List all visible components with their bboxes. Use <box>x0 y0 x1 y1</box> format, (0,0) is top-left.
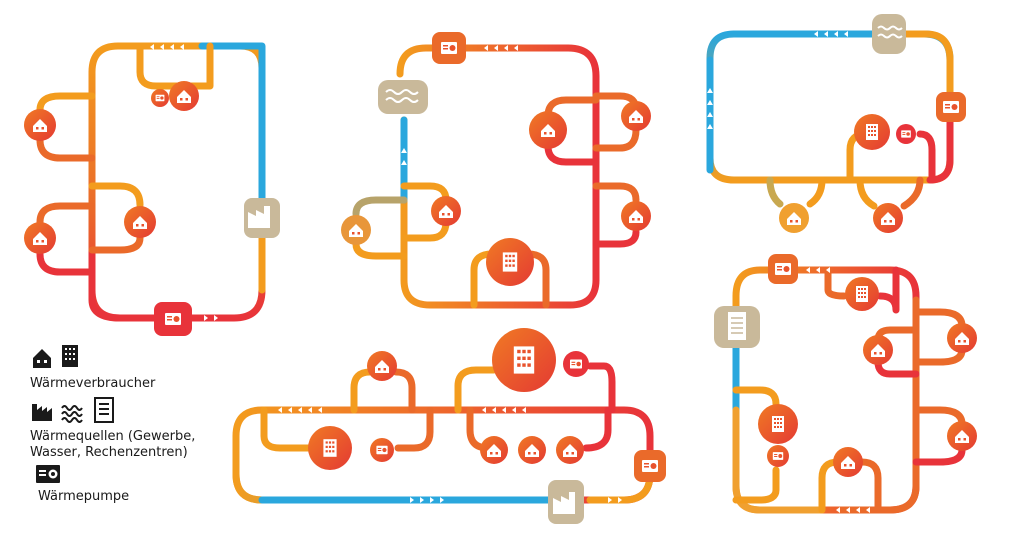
network-3 <box>706 30 954 210</box>
house-icon <box>33 349 51 368</box>
datacenter-icon <box>714 306 760 348</box>
water-waves-icon <box>61 405 83 423</box>
legend-consumers-label: Wärmeverbraucher <box>30 376 156 391</box>
factory-icon <box>244 198 280 238</box>
heat-pump-icon <box>936 92 966 122</box>
heat-pump-icon <box>768 254 798 284</box>
water-waves-icon <box>872 14 906 54</box>
apartment-building-icon <box>62 345 78 367</box>
water-waves-icon <box>378 80 428 114</box>
network-4 <box>232 362 654 504</box>
datacenter-icon <box>94 397 114 423</box>
factory-icon <box>548 480 584 524</box>
heat-pump-icon <box>432 32 466 64</box>
legend-sources-label-line2: Wasser, Rechenzentren) <box>30 445 188 460</box>
network-1 <box>36 42 266 322</box>
legend-heatpump-label: Wärmepumpe <box>38 489 130 504</box>
legend-sources-label-line1: Wärmequellen (Gewerbe, <box>30 429 196 444</box>
legend <box>32 345 114 483</box>
heat-pump-icon <box>634 450 666 482</box>
heat-pump-icon <box>154 302 192 336</box>
factory-icon <box>32 404 52 421</box>
heat-pump-icon <box>36 465 60 483</box>
